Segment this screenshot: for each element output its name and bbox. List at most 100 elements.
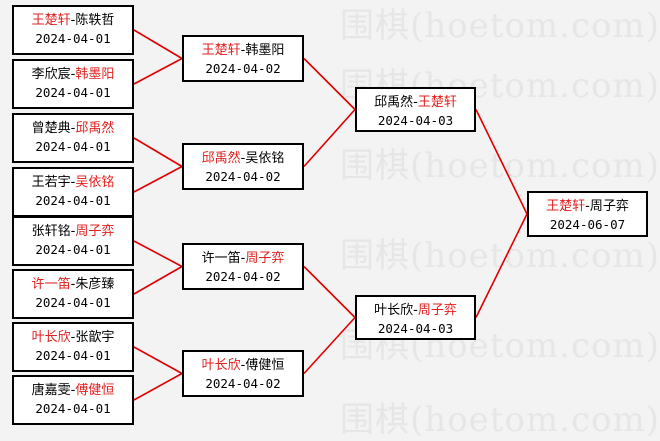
- bracket-connector-line: [303, 316, 356, 375]
- match-players: 王楚轩-陈轶哲: [14, 12, 132, 30]
- player-1-name: 曾楚典: [31, 121, 71, 136]
- player-2-name: 周子弈: [75, 224, 115, 239]
- player-2-name: 陈轶哲: [75, 13, 115, 28]
- match-players: 邱禹然-王楚轩: [357, 94, 474, 112]
- match-players: 叶长欣-周子弈: [357, 302, 474, 320]
- player-2-name: 傅健恒: [75, 383, 115, 398]
- versus-dash: -: [70, 330, 76, 345]
- match-players: 王若宇-吴依铭: [14, 174, 132, 192]
- match-date: 2024-04-02: [205, 269, 281, 284]
- versus-dash: -: [413, 95, 418, 110]
- player-2-name: 王楚轩: [417, 95, 457, 110]
- match-players: 王楚轩-韩墨阳: [184, 42, 302, 60]
- player-1-name: 王楚轩: [31, 13, 71, 28]
- match-players: 曾楚典-邱禹然: [14, 120, 132, 138]
- versus-dash: -: [240, 251, 246, 266]
- bracket-connector-line: [133, 29, 183, 60]
- player-1-name: 许一笛: [201, 251, 241, 266]
- player-2-name: 傅健恒: [245, 358, 285, 373]
- player-1-name: 叶长欣: [31, 330, 71, 345]
- versus-dash: -: [70, 277, 76, 292]
- player-1-name: 王若宇: [31, 175, 71, 190]
- match-players: 邱禹然-吴依铭: [184, 150, 302, 168]
- match-date: 2024-04-01: [35, 193, 111, 208]
- match-date: 2024-04-02: [205, 61, 281, 76]
- bracket-connector-line: [133, 265, 183, 295]
- player-1-name: 邱禹然: [201, 151, 241, 166]
- match-date: 2024-04-01: [35, 295, 111, 310]
- versus-dash: -: [70, 67, 76, 82]
- player-2-name: 张歆宇: [75, 330, 115, 345]
- bracket-connectors: [133, 29, 528, 401]
- versus-dash: -: [70, 175, 76, 190]
- player-1-name: 邱禹然: [374, 95, 414, 110]
- bracket-connector-line: [303, 108, 356, 168]
- player-1-name: 叶长欣: [374, 303, 414, 318]
- player-2-name: 朱彦臻: [75, 277, 115, 292]
- match-date: 2024-06-07: [549, 217, 626, 232]
- match-date: 2024-04-01: [35, 242, 111, 257]
- bracket-connector-line: [133, 372, 183, 401]
- match-players: 唐嘉雯-傅健恒: [14, 382, 132, 400]
- player-1-name: 叶长欣: [201, 358, 241, 373]
- versus-dash: -: [585, 199, 590, 214]
- player-1-name: 王楚轩: [201, 43, 241, 58]
- match-date: 2024-04-03: [377, 113, 454, 128]
- versus-dash: -: [240, 358, 246, 373]
- bracket-connector-line: [303, 265, 356, 319]
- bracket-connector-line: [133, 57, 183, 85]
- match-players: 许一笛-朱彦臻: [14, 276, 132, 294]
- match-date: 2024-04-01: [35, 85, 111, 100]
- match-players: 王楚轩-周子弈: [529, 198, 646, 216]
- player-2-name: 吴依铭: [75, 175, 115, 190]
- player-2-name: 周子弈: [245, 251, 285, 266]
- match-date: 2024-04-02: [205, 169, 281, 184]
- match-date: 2024-04-01: [35, 31, 111, 46]
- player-2-name: 邱禹然: [75, 121, 115, 136]
- match-players: 张轩铭-周子弈: [14, 223, 132, 241]
- player-2-name: 周子弈: [589, 199, 629, 214]
- player-1-name: 张轩铭: [31, 224, 71, 239]
- versus-dash: -: [70, 383, 76, 398]
- versus-dash: -: [70, 224, 76, 239]
- versus-dash: -: [70, 13, 76, 28]
- player-1-name: 唐嘉雯: [31, 383, 71, 398]
- player-1-name: 许一笛: [31, 277, 71, 292]
- bracket-connector-line: [133, 240, 183, 268]
- match-date: 2024-04-02: [205, 376, 281, 391]
- bracket-connector-line: [475, 213, 528, 318]
- match-players: 许一笛-周子弈: [184, 250, 302, 268]
- match-date: 2024-04-01: [35, 139, 111, 154]
- match-date: 2024-04-03: [377, 321, 454, 336]
- match-players: 李欣宸-韩墨阳: [14, 66, 132, 84]
- player-1-name: 王楚轩: [546, 199, 586, 214]
- versus-dash: -: [240, 43, 246, 58]
- match-players: 叶长欣-傅健恒: [184, 357, 302, 375]
- bracket-connector-line: [303, 57, 356, 111]
- player-2-name: 周子弈: [417, 303, 457, 318]
- player-2-name: 韩墨阳: [245, 43, 285, 58]
- match-players: 叶长欣-张歆宇: [14, 329, 132, 347]
- bracket-connector-line: [133, 137, 183, 168]
- bracket-connector-line: [133, 165, 183, 193]
- versus-dash: -: [413, 303, 418, 318]
- player-1-name: 李欣宸: [31, 67, 71, 82]
- match-date: 2024-04-01: [35, 348, 111, 363]
- bracket-connector-line: [133, 346, 183, 375]
- bracket-connector-line: [475, 109, 528, 215]
- player-2-name: 韩墨阳: [75, 67, 115, 82]
